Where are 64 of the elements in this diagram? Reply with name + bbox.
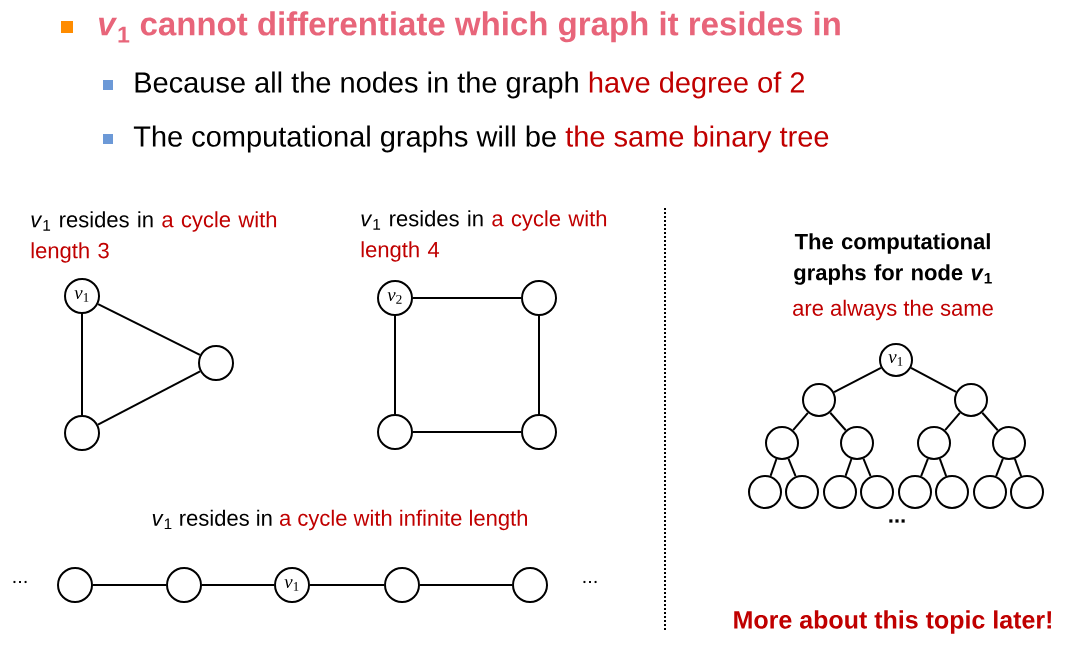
graph-node xyxy=(765,426,799,460)
graph-node xyxy=(384,567,420,603)
graph-node xyxy=(954,383,988,417)
edge xyxy=(92,584,167,586)
edge xyxy=(81,313,83,416)
edge xyxy=(309,584,385,586)
edge xyxy=(938,457,948,478)
graph-node xyxy=(748,475,782,509)
edge xyxy=(862,457,872,478)
graph-node xyxy=(57,567,93,603)
graph-node xyxy=(992,426,1026,460)
edge xyxy=(412,431,522,433)
graph-node xyxy=(935,475,969,509)
edge xyxy=(920,457,929,478)
edge xyxy=(412,297,522,299)
edge xyxy=(97,303,201,356)
edge xyxy=(792,411,809,432)
edge xyxy=(394,315,396,415)
edge xyxy=(910,367,957,393)
graph-node: v$_{2}$ xyxy=(377,280,413,316)
graph-node: v$_{1}$ xyxy=(64,278,100,314)
caption: v$_{1}$ resides in a cycle with length 3 xyxy=(31,211,277,263)
graph-node xyxy=(785,475,819,509)
ellipsis: ... xyxy=(583,580,597,584)
edge xyxy=(201,584,275,586)
graph-node xyxy=(198,345,234,381)
graph-node xyxy=(521,280,557,316)
graph-node: v$_{1}$ xyxy=(274,567,310,603)
edge xyxy=(844,458,853,477)
heading: The computational graphs for node v$_{1}$ xyxy=(794,233,992,285)
graph-node xyxy=(166,567,202,603)
graph-node xyxy=(917,426,951,460)
edge xyxy=(981,411,999,432)
graph-node xyxy=(823,475,857,509)
bullet-text: Because all the nodes in the graph have degree of 2 xyxy=(135,71,804,99)
graph-node xyxy=(64,415,100,451)
edge xyxy=(995,457,1004,478)
caption: are always the same xyxy=(793,299,993,321)
caption: v$_{1}$ resides in a cycle with infinite length xyxy=(152,509,527,531)
edge xyxy=(1013,457,1023,478)
edge xyxy=(96,370,202,426)
edge xyxy=(829,411,847,432)
note: More about this topic later! xyxy=(734,610,1052,634)
ellipsis: ... xyxy=(889,519,905,523)
edge xyxy=(833,366,882,394)
graph-node xyxy=(840,426,874,460)
ellipsis: ... xyxy=(13,580,27,584)
graph-node xyxy=(898,475,932,509)
graph-node xyxy=(377,414,413,450)
edge xyxy=(944,411,961,432)
graph-node xyxy=(860,475,894,509)
graph-node: v$_{1}$ xyxy=(879,343,913,377)
edge xyxy=(419,584,513,586)
edge xyxy=(538,315,540,415)
graph-node xyxy=(521,414,557,450)
edge xyxy=(787,457,797,478)
bullet-text: The computational graphs will be the same binary tree xyxy=(133,125,829,153)
graph-node xyxy=(802,383,836,417)
graph-node xyxy=(973,475,1007,509)
caption: v$_{1}$ resides in a cycle with length 4 xyxy=(361,210,607,262)
graph-node xyxy=(512,567,548,603)
graph-node xyxy=(1010,475,1044,509)
title: v$_{1}$ cannot differentiate which graph it resides in xyxy=(99,11,840,43)
edge xyxy=(769,458,778,477)
